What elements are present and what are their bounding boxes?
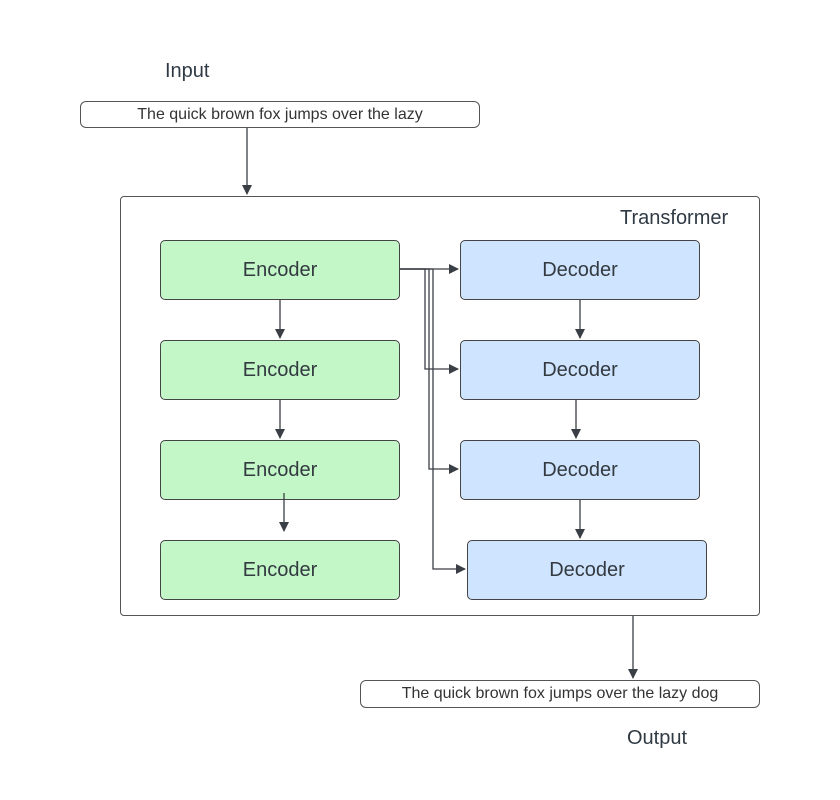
encoder-block-3: Encoder bbox=[160, 440, 400, 500]
transformer-label: Transformer bbox=[620, 207, 729, 229]
encoder-block-2: Encoder bbox=[160, 340, 400, 400]
encoder-block-4: Encoder bbox=[160, 540, 400, 600]
encoder-block-1: Encoder bbox=[160, 240, 400, 300]
decoder-block-4: Decoder bbox=[467, 540, 707, 600]
output-label: Output bbox=[627, 727, 688, 749]
decoder-block-3: Decoder bbox=[460, 440, 700, 500]
decoder-block-2: Decoder bbox=[460, 340, 700, 400]
input-text-box: The quick brown fox jumps over the lazy bbox=[80, 101, 480, 128]
decoder-block-1: Decoder bbox=[460, 240, 700, 300]
input-label: Input bbox=[165, 60, 210, 82]
output-text-box: The quick brown fox jumps over the lazy … bbox=[360, 680, 760, 708]
transformer-container bbox=[120, 196, 760, 616]
cross-arrow-4 bbox=[400, 268, 466, 574]
